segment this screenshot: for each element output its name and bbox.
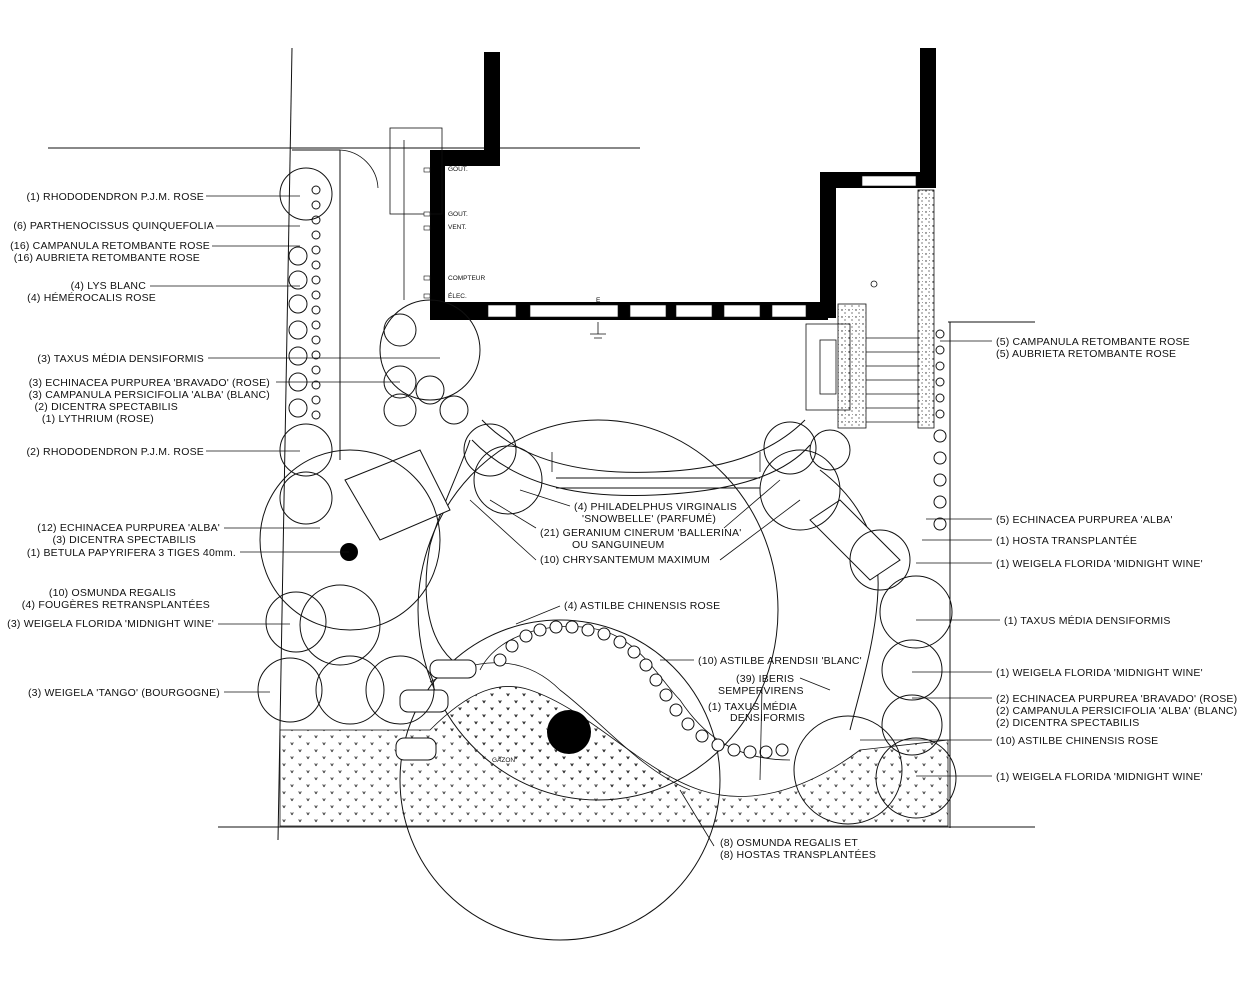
label-osmunda-10: (10) OSMUNDA REGALIS [49,587,176,599]
label-weigela-r1: (1) WEIGELA FLORIDA 'MIDNIGHT WINE' [996,558,1203,570]
label-fougeres: (4) FOUGÈRES RETRANSPLANTÉES [22,598,210,611]
label-astilbe-arendsii: (10) ASTILBE ARENDSII 'BLANC' [698,655,862,667]
label-e: E [596,297,601,304]
label-aubrieta-5: (5) AUBRIETA RETOMBANTE ROSE [996,348,1176,360]
left-labels: (1) RHODODENDRON P.J.M. ROSE (6) PARTHEN… [7,191,270,699]
label-lys: (4) LYS BLANC [71,280,147,292]
paving [344,419,901,941]
label-osmunda-8-1: (8) OSMUNDA REGALIS ET [720,837,858,849]
label-campanula-16: (16) CAMPANULA RETOMBANTE ROSE [10,240,210,252]
label-rhododendron-2: (2) RHODODENDRON P.J.M. ROSE [26,446,204,458]
label-betula: (1) BETULA PAPYRIFERA 3 TIGES 40mm. [27,547,236,559]
label-philadelphus-2: 'SNOWBELLE' (PARFUMÉ) [582,512,716,525]
label-geranium-2: OU SANGUINEUM [572,539,664,551]
label-osmunda-8-2: (8) HOSTAS TRANSPLANTÉES [720,848,876,861]
label-geranium-1: (21) GERANIUM CINERUM 'BALLERINA' [540,527,741,539]
label-dicentra-3: (3) DICENTRA SPECTABILIS [53,534,196,546]
steps [866,337,918,423]
label-taxus-c-2: DENSIFORMIS [730,712,805,724]
label-vent: VENT. [448,224,467,231]
label-weigela-tango: (3) WEIGELA 'TANGO' (BOURGOGNE) [28,687,220,699]
right-labels: (5) CAMPANULA RETOMBANTE ROSE (5) AUBRIE… [996,336,1237,783]
label-taxus-3: (3) TAXUS MÉDIA DENSIFORMIS [37,352,204,365]
label-chrysanthemum: (10) CHRYSANTEMUM MAXIMUM [540,554,710,566]
perennial-row-left [288,185,321,420]
label-rhododendron-1: (1) RHODODENDRON P.J.M. ROSE [26,191,204,203]
center-labels: (4) PHILADELPHUS VIRGINALIS 'SNOWBELLE' … [492,501,876,861]
label-taxus-c-1: (1) TAXUS MÉDIA [708,700,797,713]
label-aubrieta-16: (16) AUBRIETA RETOMBANTE ROSE [14,252,200,264]
label-iberis-1: (39) IBERIS [736,673,794,685]
label-echinacea-bravado-3: (3) ECHINACEA PURPUREA 'BRAVADO' (ROSE) [29,377,270,389]
label-gout-2: GOUT. [448,211,468,218]
label-iberis-2: SEMPERVIRENS [718,685,804,697]
label-echinacea-alba-5: (5) ECHINACEA PURPUREA 'ALBA' [996,514,1173,526]
label-elec: ÉLEC. [448,291,467,300]
property-lines [48,47,1035,841]
building: GOUT. GOUT. VENT. COMPTEUR ÉLEC. E [389,48,936,429]
perennial-row-right [933,329,947,531]
label-hemerocalis: (4) HÉMÉROCALIS ROSE [27,291,156,304]
label-gout-1: GOUT. [448,166,468,173]
label-gazon: GAZON [492,757,515,764]
label-weigela-3: (3) WEIGELA FLORIDA 'MIDNIGHT WINE' [7,618,214,630]
label-dicentra-r2: (2) DICENTRA SPECTABILIS [996,717,1139,729]
label-dicentra-2: (2) DICENTRA SPECTABILIS [35,401,178,413]
label-hosta: (1) HOSTA TRANSPLANTÉE [996,534,1137,547]
label-campanula-alba-2: (2) CAMPANULA PERSICIFOLIA 'ALBA' (BLANC… [996,705,1237,717]
label-weigela-r2: (1) WEIGELA FLORIDA 'MIDNIGHT WINE' [996,667,1203,679]
label-taxus-r1: (1) TAXUS MÉDIA DENSIFORMIS [1004,614,1171,627]
leader-lines [150,195,1000,847]
flower-bed-center [479,620,791,761]
label-astilbe-4: (4) ASTILBE CHINENSIS ROSE [564,600,720,612]
label-campanula-alba-3: (3) CAMPANULA PERSICIFOLIA 'ALBA' (BLANC… [29,389,270,401]
label-parthenocissus: (6) PARTHENOCISSUS QUINQUEFOLIA [13,220,214,232]
label-philadelphus-1: (4) PHILADELPHUS VIRGINALIS [574,501,737,513]
label-weigela-r3: (1) WEIGELA FLORIDA 'MIDNIGHT WINE' [996,771,1203,783]
label-echinacea-bravado-2: (2) ECHINACEA PURPUREA 'BRAVADO' (ROSE) [996,693,1237,705]
label-compteur: COMPTEUR [448,275,486,282]
label-echinacea-alba-12: (12) ECHINACEA PURPUREA 'ALBA' [37,522,220,534]
lawn-areas [279,614,949,827]
label-campanula-5: (5) CAMPANULA RETOMBANTE ROSE [996,336,1190,348]
label-astilbe-10: (10) ASTILBE CHINENSIS ROSE [996,735,1158,747]
label-lythrium: (1) LYTHRIUM (ROSE) [42,413,154,425]
